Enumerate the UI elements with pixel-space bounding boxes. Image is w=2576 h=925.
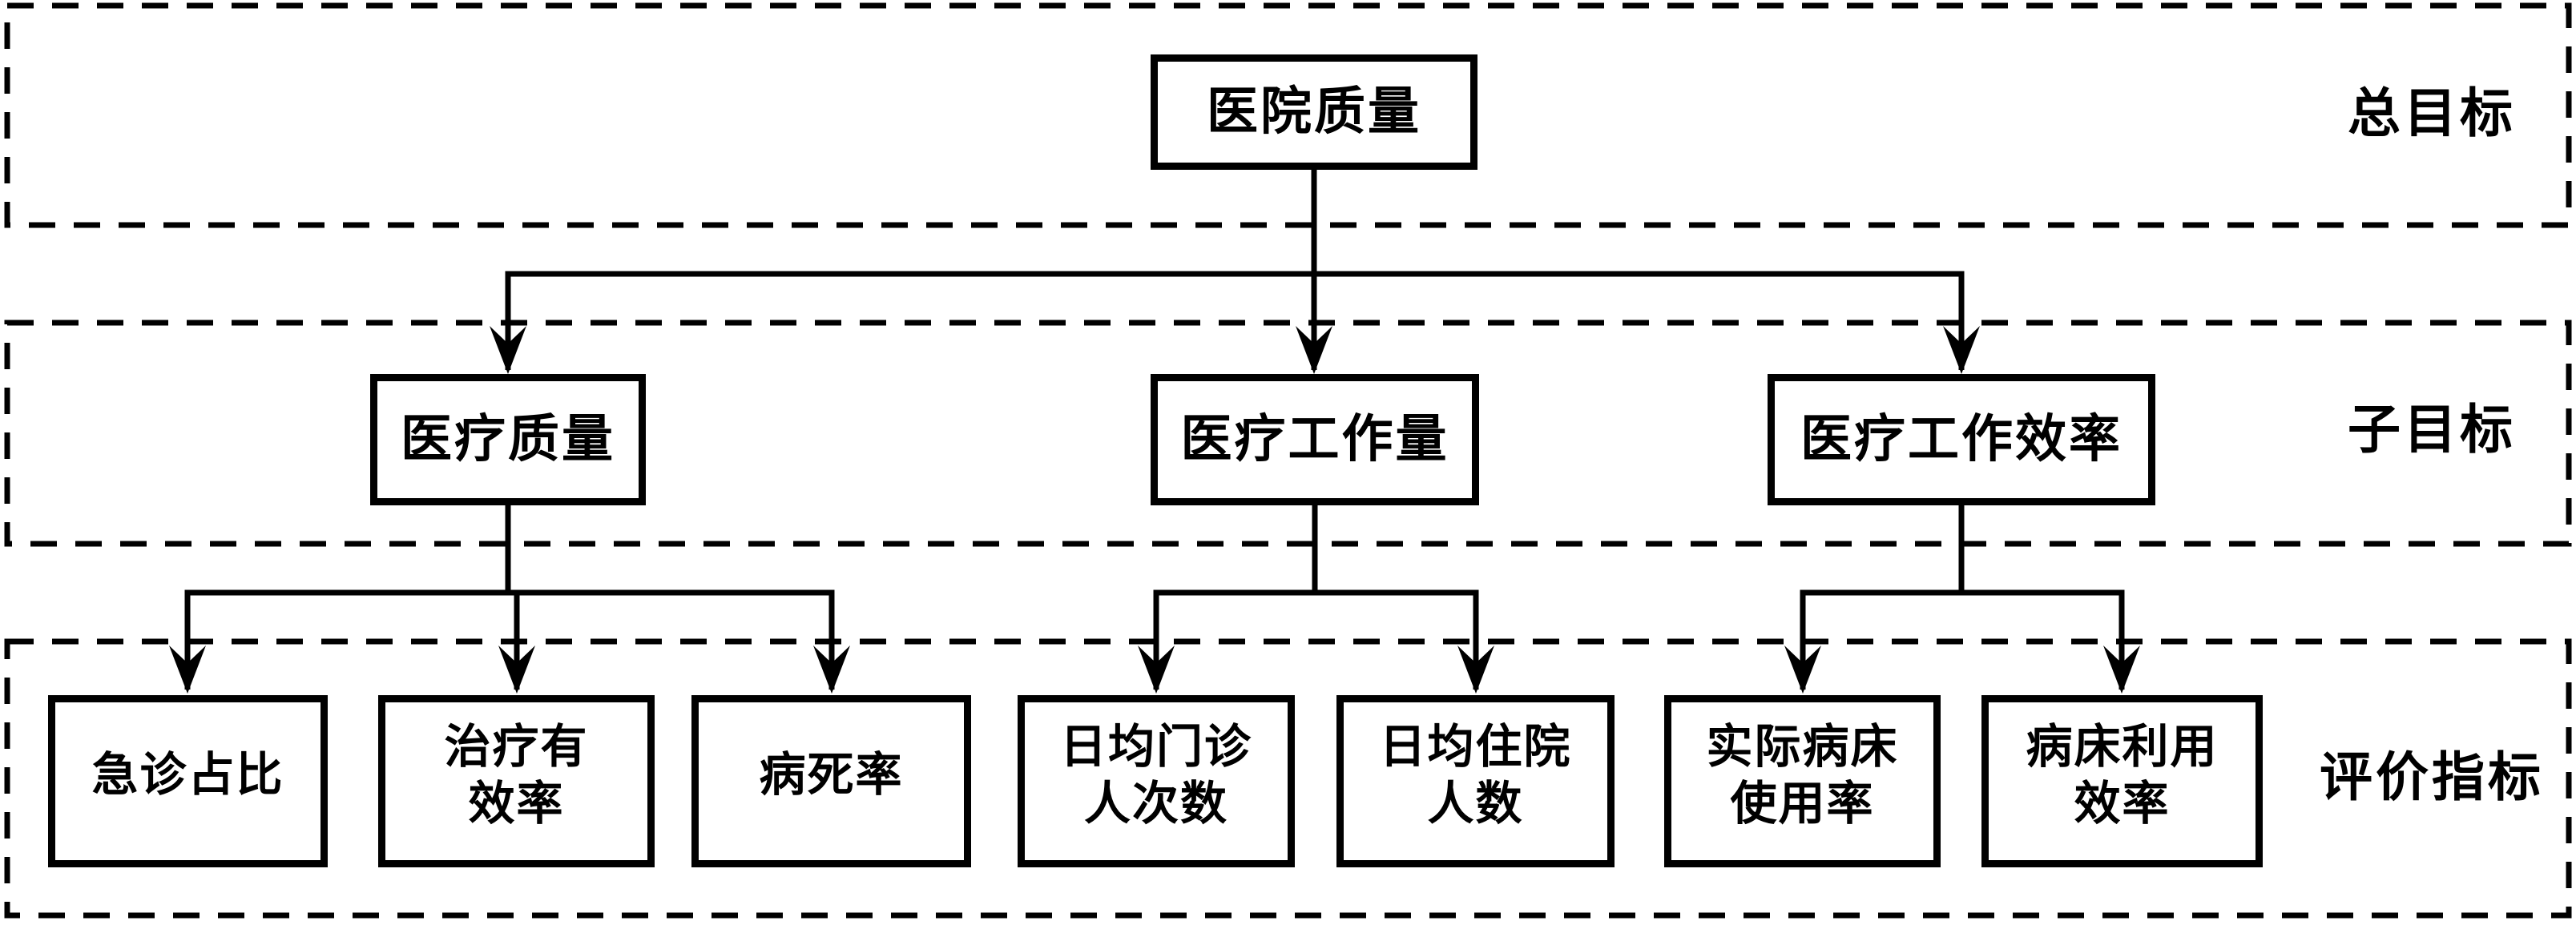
node-daily-inpatients: 日均住院 人数 [1336, 695, 1615, 867]
band-indicators-border [4, 638, 2572, 919]
arrow-to-indicator-4 [1138, 645, 1175, 694]
connector-subgoal-1-branch [184, 589, 835, 690]
arrow-to-subgoal-1 [490, 326, 526, 374]
arrow-to-indicator-2 [498, 645, 535, 694]
node-hospital-quality: 医院质量 [1151, 54, 1477, 170]
node-emergency-ratio: 急诊占比 [48, 695, 328, 867]
arrow-to-indicator-3 [813, 645, 850, 694]
node-mortality-rate: 病死率 [691, 695, 971, 867]
band-overall-goal-border [4, 2, 2572, 228]
arrow-to-subgoal-2 [1296, 326, 1332, 374]
connector-subgoal-2-branch [1153, 589, 1479, 690]
arrow-to-indicator-5 [1457, 645, 1494, 694]
band-sub-goal-border [4, 320, 2572, 547]
arrow-to-subgoal-3 [1943, 326, 1980, 374]
node-medical-quality: 医疗质量 [370, 374, 646, 505]
arrow-to-indicator-7 [2103, 645, 2140, 694]
node-bed-utilization-efficiency: 病床利用 效率 [1981, 695, 2263, 867]
node-treatment-effective-rate: 治疗有 效率 [378, 695, 655, 867]
node-actual-bed-usage-rate: 实际病床 使用率 [1664, 695, 1941, 867]
band-label-overall-goal: 总目标 [2348, 85, 2516, 143]
arrow-to-indicator-6 [1784, 645, 1821, 694]
band-label-sub-goal: 子目标 [2348, 401, 2516, 460]
node-medical-workload: 医疗工作量 [1151, 374, 1479, 505]
node-daily-outpatient-visits: 日均门诊 人次数 [1018, 695, 1295, 867]
connector-subgoal-3-branch [1800, 589, 2125, 690]
connector-root-branch [505, 271, 1965, 370]
arrow-to-indicator-1 [169, 645, 206, 694]
band-label-indicators: 评价指标 [2320, 749, 2544, 807]
node-medical-work-efficiency: 医疗工作效率 [1768, 374, 2155, 505]
